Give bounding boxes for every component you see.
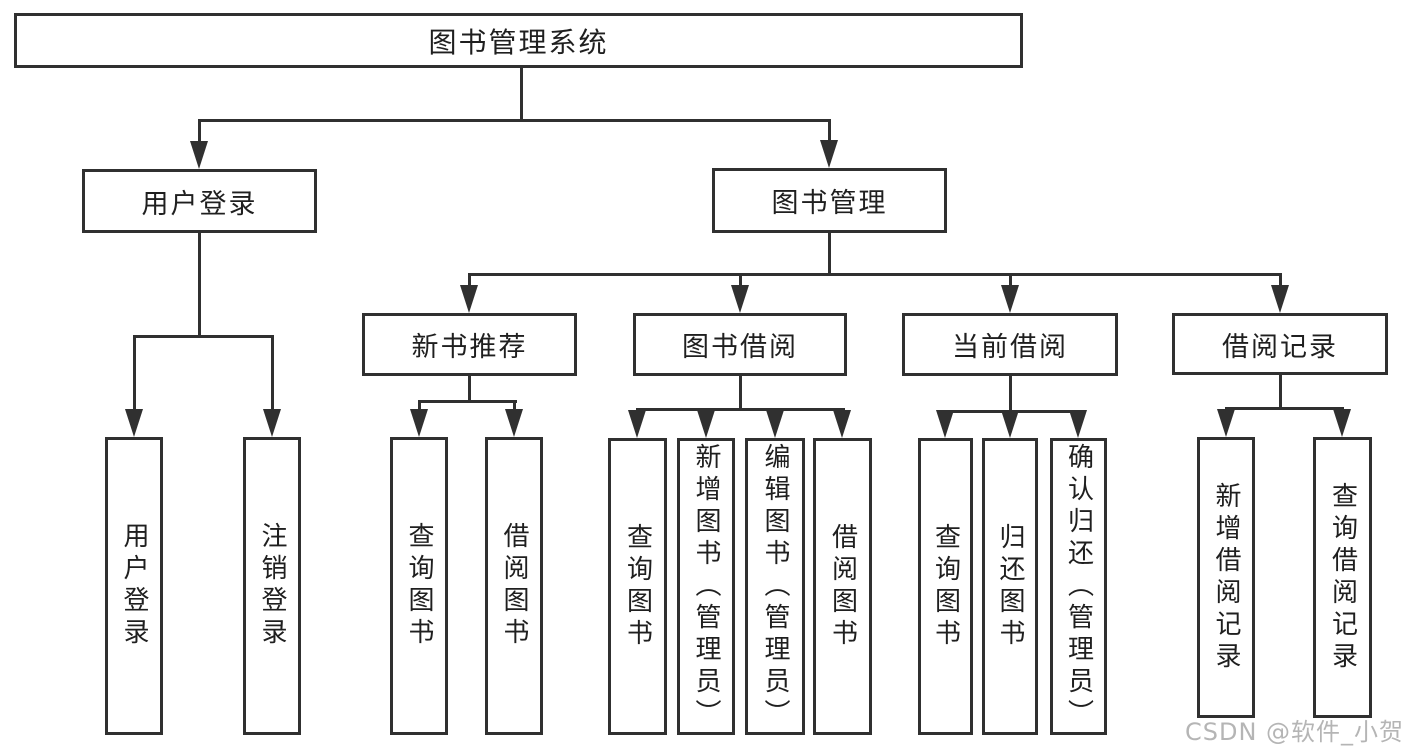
connector-line xyxy=(513,400,516,414)
connector-line xyxy=(418,400,517,403)
arrowhead xyxy=(125,409,143,437)
connector-line xyxy=(828,119,831,147)
connector-line xyxy=(739,273,742,290)
leaf-label: 用户登录 xyxy=(119,522,149,650)
leaf-query-books-3: 查询图书 xyxy=(918,438,973,735)
leaf-label: 编辑图书（管理员） xyxy=(760,442,790,731)
leaf-borrow-books: 借阅图书 xyxy=(485,437,543,735)
node-book-management: 图书管理 xyxy=(712,168,947,233)
connector-line xyxy=(1225,407,1344,410)
leaf-borrow-book: 借阅图书 xyxy=(813,438,872,735)
arrowhead xyxy=(460,285,478,313)
arrowhead xyxy=(697,410,715,438)
connector-line xyxy=(418,400,421,414)
arrowhead xyxy=(410,409,428,437)
arrowhead xyxy=(190,141,208,169)
leaf-label: 查询图书 xyxy=(930,522,961,651)
leaf-label: 确认归还（管理员） xyxy=(1063,442,1094,731)
leaf-label: 注销登录 xyxy=(257,522,287,650)
arrowhead xyxy=(1217,409,1235,437)
connector-line xyxy=(271,335,274,412)
leaf-query-books-2: 查询图书 xyxy=(608,438,667,735)
connector-line xyxy=(520,68,523,122)
leaf-label: 查询借阅记录 xyxy=(1327,481,1358,674)
arrowhead xyxy=(1069,410,1087,438)
arrowhead xyxy=(731,285,749,313)
connector-line xyxy=(198,119,201,147)
csdn-watermark: CSDN @软件_小贺同学 xyxy=(1185,718,1405,746)
leaf-label: 归还图书 xyxy=(995,522,1025,651)
leaf-query-borrow-record: 查询借阅记录 xyxy=(1313,437,1372,718)
leaf-query-books: 查询图书 xyxy=(390,437,448,735)
arrowhead xyxy=(766,410,784,438)
leaf-label: 新增借阅记录 xyxy=(1211,481,1241,674)
connector-line xyxy=(133,335,136,412)
connector-line xyxy=(198,119,830,122)
connector-line xyxy=(198,233,201,338)
node-book-borrow: 图书借阅 xyxy=(633,313,847,376)
connector-line xyxy=(133,335,274,338)
node-new-book-recommend: 新书推荐 xyxy=(362,313,577,376)
leaf-add-borrow-record: 新增借阅记录 xyxy=(1197,437,1255,718)
arrowhead xyxy=(1333,409,1351,437)
leaf-add-book-admin: 新增图书（管理员） xyxy=(677,438,735,735)
arrowhead xyxy=(1271,285,1289,313)
connector-line xyxy=(739,376,742,411)
connector-line xyxy=(828,233,831,276)
connector-line xyxy=(1279,375,1282,410)
arrowhead xyxy=(505,409,523,437)
leaf-label: 借阅图书 xyxy=(827,522,858,651)
leaf-confirm-return-admin: 确认归还（管理员） xyxy=(1050,438,1107,735)
arrowhead xyxy=(628,410,646,438)
leaf-edit-book-admin: 编辑图书（管理员） xyxy=(745,438,805,735)
node-borrow-records: 借阅记录 xyxy=(1172,313,1388,375)
arrowhead xyxy=(1001,410,1019,438)
connector-line xyxy=(1009,273,1012,290)
node-user-login: 用户登录 xyxy=(82,169,317,233)
connector-line xyxy=(468,273,471,290)
leaf-label: 查询图书 xyxy=(404,522,434,650)
arrowhead xyxy=(936,410,954,438)
leaf-return-book: 归还图书 xyxy=(982,438,1038,735)
connector-line xyxy=(636,408,845,411)
leaf-label: 借阅图书 xyxy=(499,522,529,650)
arrowhead xyxy=(820,140,838,168)
connector-line xyxy=(468,376,471,403)
leaf-logout-login: 注销登录 xyxy=(243,437,301,735)
node-root-library-system: 图书管理系统 xyxy=(14,13,1023,68)
leaf-label: 新增图书（管理员） xyxy=(691,442,721,731)
leaf-label: 查询图书 xyxy=(622,522,653,651)
arrowhead xyxy=(263,409,281,437)
arrowhead xyxy=(833,410,851,438)
node-current-borrow: 当前借阅 xyxy=(902,313,1118,376)
connector-line xyxy=(1009,376,1012,413)
arrowhead xyxy=(1001,285,1019,313)
connector-line xyxy=(1279,273,1282,290)
connector-line xyxy=(468,273,1282,276)
leaf-user-login: 用户登录 xyxy=(105,437,163,735)
